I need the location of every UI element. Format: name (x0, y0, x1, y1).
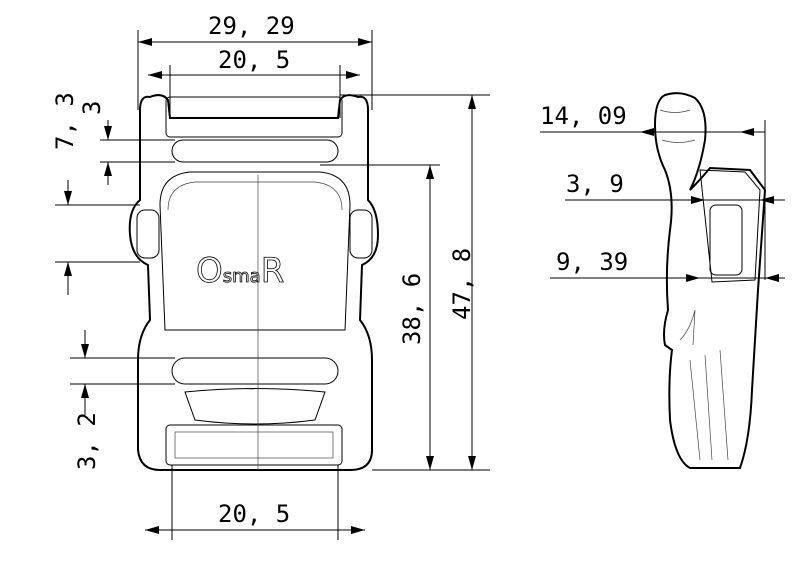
side-dimensions: 14, 09 3, 9 9, 39 (540, 102, 785, 282)
logo-text: OsmaR (196, 251, 284, 291)
dim-wall-thickness: 3, 9 (566, 170, 624, 198)
buckle-outline (128, 94, 380, 471)
dim-inner-depth: 9, 39 (556, 248, 628, 276)
front-dimensions: 29, 29 20, 5 3 7, 3 47, 8 38, 6 3, 2 20,… (51, 12, 490, 540)
front-view: OsmaR (128, 94, 380, 471)
dim-overall-height: 47, 8 (448, 248, 476, 320)
dim-bottom-slot-height: 3, 2 (73, 412, 101, 470)
top-slot (171, 139, 339, 163)
side-view (653, 92, 767, 469)
dim-overall-width: 29, 29 (208, 12, 295, 40)
side-outline (653, 92, 767, 469)
dim-bottom-slot-width: 20, 5 (218, 500, 290, 528)
dim-overall-thickness: 14, 09 (540, 102, 627, 130)
bottom-slot (171, 357, 339, 385)
button-face (159, 171, 351, 331)
dim-body-height: 38, 6 (398, 273, 426, 345)
dim-top-slot-height: 3 (78, 101, 106, 115)
dim-side-tab-offset: 7, 3 (51, 92, 79, 150)
dim-top-slot-width: 20, 5 (218, 46, 290, 74)
